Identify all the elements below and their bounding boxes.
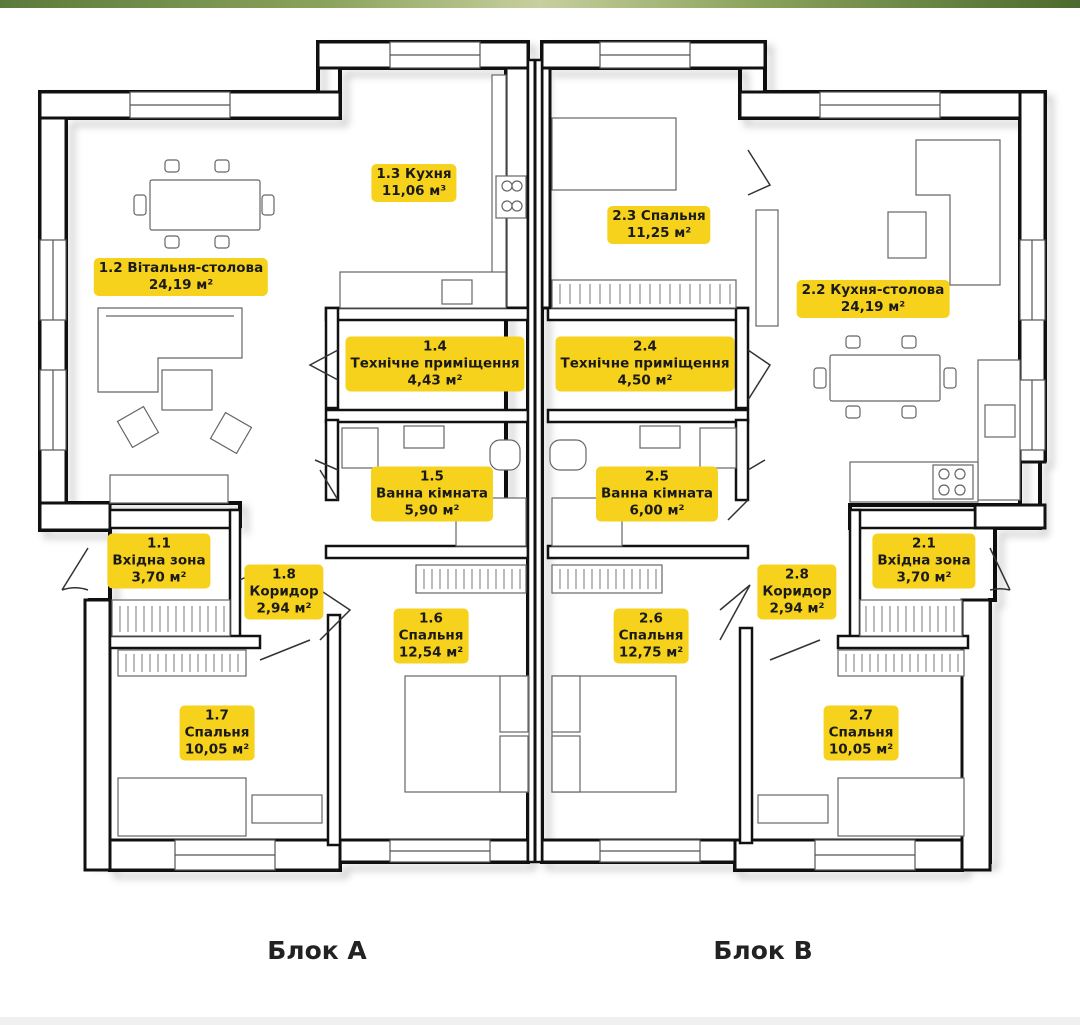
room-area: 11,06 м³	[381, 183, 447, 199]
room-name: Кухня	[405, 166, 452, 182]
room-id: 1.3	[376, 166, 401, 182]
room-id: 2.1	[912, 535, 936, 552]
room-name: Спальня	[618, 627, 684, 644]
room-id: 2.7	[849, 707, 873, 724]
block-b-caption: Блок В	[713, 936, 813, 965]
room-area: 3,70 м²	[896, 569, 952, 586]
room-name: Спальня	[398, 627, 464, 644]
room-id: 2.3	[612, 208, 637, 224]
room-name: Технічне приміщення	[350, 355, 520, 372]
room-name: Ванна кімната	[600, 485, 714, 502]
room-name: Ванна кімната	[375, 485, 489, 502]
room-id: 1.4	[423, 338, 447, 355]
room-id: 2.4	[633, 338, 657, 355]
room-name: Спальня	[828, 724, 894, 741]
room-area: 6,00 м²	[629, 502, 685, 519]
room-id: 1.5	[420, 468, 444, 485]
room-name: Спальня	[640, 208, 706, 224]
interior-walls	[108, 58, 977, 864]
room-name: Вхідна зона	[877, 552, 971, 569]
wardrobe-hatching	[119, 284, 959, 672]
room-area: 4,50 м²	[617, 372, 673, 389]
room-name: Спальня	[184, 724, 250, 741]
room-id: 2.5	[645, 468, 669, 485]
room-id: 1.6	[419, 610, 443, 627]
room-area: 10,05 м²	[184, 741, 250, 758]
room-id: 2.2	[801, 282, 826, 298]
room-id: 2.8	[785, 566, 809, 583]
room-name: Технічне приміщення	[560, 355, 730, 372]
room-area: 4,43 м²	[407, 372, 463, 389]
doors	[61, 149, 1011, 661]
furniture	[97, 74, 1021, 837]
room-name: Коридор	[762, 583, 832, 600]
room-area: 5,90 м²	[404, 502, 460, 519]
room-area: 12,54 м²	[398, 644, 464, 661]
room-name: Вхідна зона	[112, 552, 206, 569]
room-area: 11,25 м²	[626, 225, 692, 241]
room-name: Вітальня-столова	[127, 260, 264, 276]
top-photo-strip	[0, 0, 1080, 8]
room-area: 2,94 м²	[256, 600, 312, 617]
room-name: Кухня-столова	[830, 282, 945, 298]
bottom-strip	[0, 1017, 1080, 1025]
windows	[39, 41, 1046, 871]
room-area: 10,05 м²	[828, 741, 894, 758]
room-id: 1.7	[205, 707, 229, 724]
room-area: 12,75 м²	[618, 644, 684, 661]
room-name: Коридор	[249, 583, 319, 600]
room-id: 1.1	[147, 535, 171, 552]
room-id: 2.6	[639, 610, 663, 627]
room-area: 24,19 м²	[840, 299, 906, 315]
room-id: 1.8	[272, 566, 296, 583]
block-a-caption: Блок А	[267, 936, 367, 965]
room-id: 1.2	[98, 260, 123, 276]
room-area: 2,94 м²	[769, 600, 825, 617]
room-area: 3,70 м²	[131, 569, 187, 586]
room-area: 24,19 м²	[148, 277, 214, 293]
